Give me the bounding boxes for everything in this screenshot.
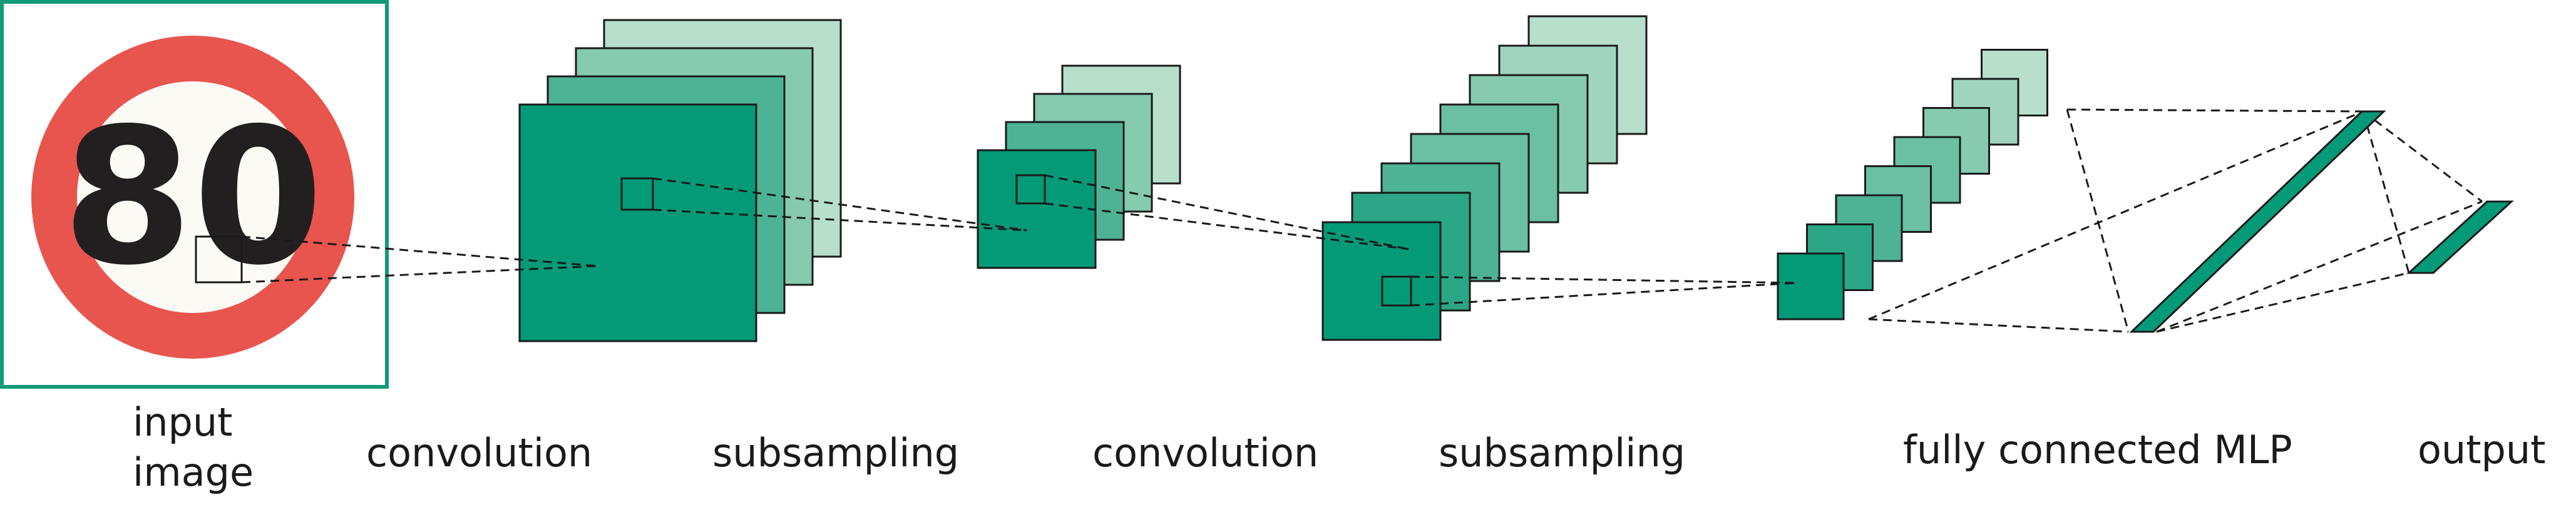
mlp-connection-line: [2363, 110, 2483, 203]
mlp-connection-line: [2066, 108, 2364, 113]
mlp-connection-line: [1868, 318, 2129, 333]
conv1-feature-map: [518, 103, 757, 342]
connection-line: [1410, 275, 1797, 284]
speed-sign-center: [77, 81, 309, 313]
label-input-image-line2: image: [133, 449, 254, 495]
label-convolution-1: convolution: [366, 430, 593, 476]
connection-line: [1410, 282, 1797, 307]
label-convolution-2: convolution: [1092, 430, 1319, 476]
connection-line: [241, 265, 598, 284]
sub1-feature-map: [977, 149, 1097, 269]
speed-sign-number: 80: [62, 88, 323, 307]
receptive-field-3: [1015, 174, 1046, 205]
label-input-image-line1: input: [133, 399, 233, 445]
label-output: output: [2418, 427, 2546, 473]
mlp-connection-line: [2066, 109, 2130, 332]
input-image: 80: [0, 0, 389, 389]
connection-line: [241, 235, 598, 267]
connection-line: [1044, 174, 1409, 250]
label-subsampling-2: subsampling: [1439, 430, 1686, 476]
connection-line: [652, 208, 1027, 232]
connection-line: [1044, 202, 1409, 250]
receptive-field-1: [195, 235, 243, 284]
mlp-connection-line: [1868, 110, 2364, 320]
label-subsampling-1: subsampling: [712, 430, 960, 476]
mlp-hidden-layer: [2129, 110, 2386, 333]
sub2-feature-map: [1777, 252, 1845, 320]
receptive-field-4: [1381, 275, 1412, 307]
mlp-connection-line: [2156, 200, 2483, 333]
receptive-field-2: [620, 177, 654, 211]
output-layer: [2406, 200, 2514, 274]
feature-map-stacks: [518, 15, 2048, 342]
connection-lines: [241, 108, 2483, 333]
label-fully-connected-mlp: fully connected MLP: [1903, 427, 2292, 473]
connection-line: [652, 177, 1027, 232]
mlp-connection-line: [2362, 111, 2410, 274]
